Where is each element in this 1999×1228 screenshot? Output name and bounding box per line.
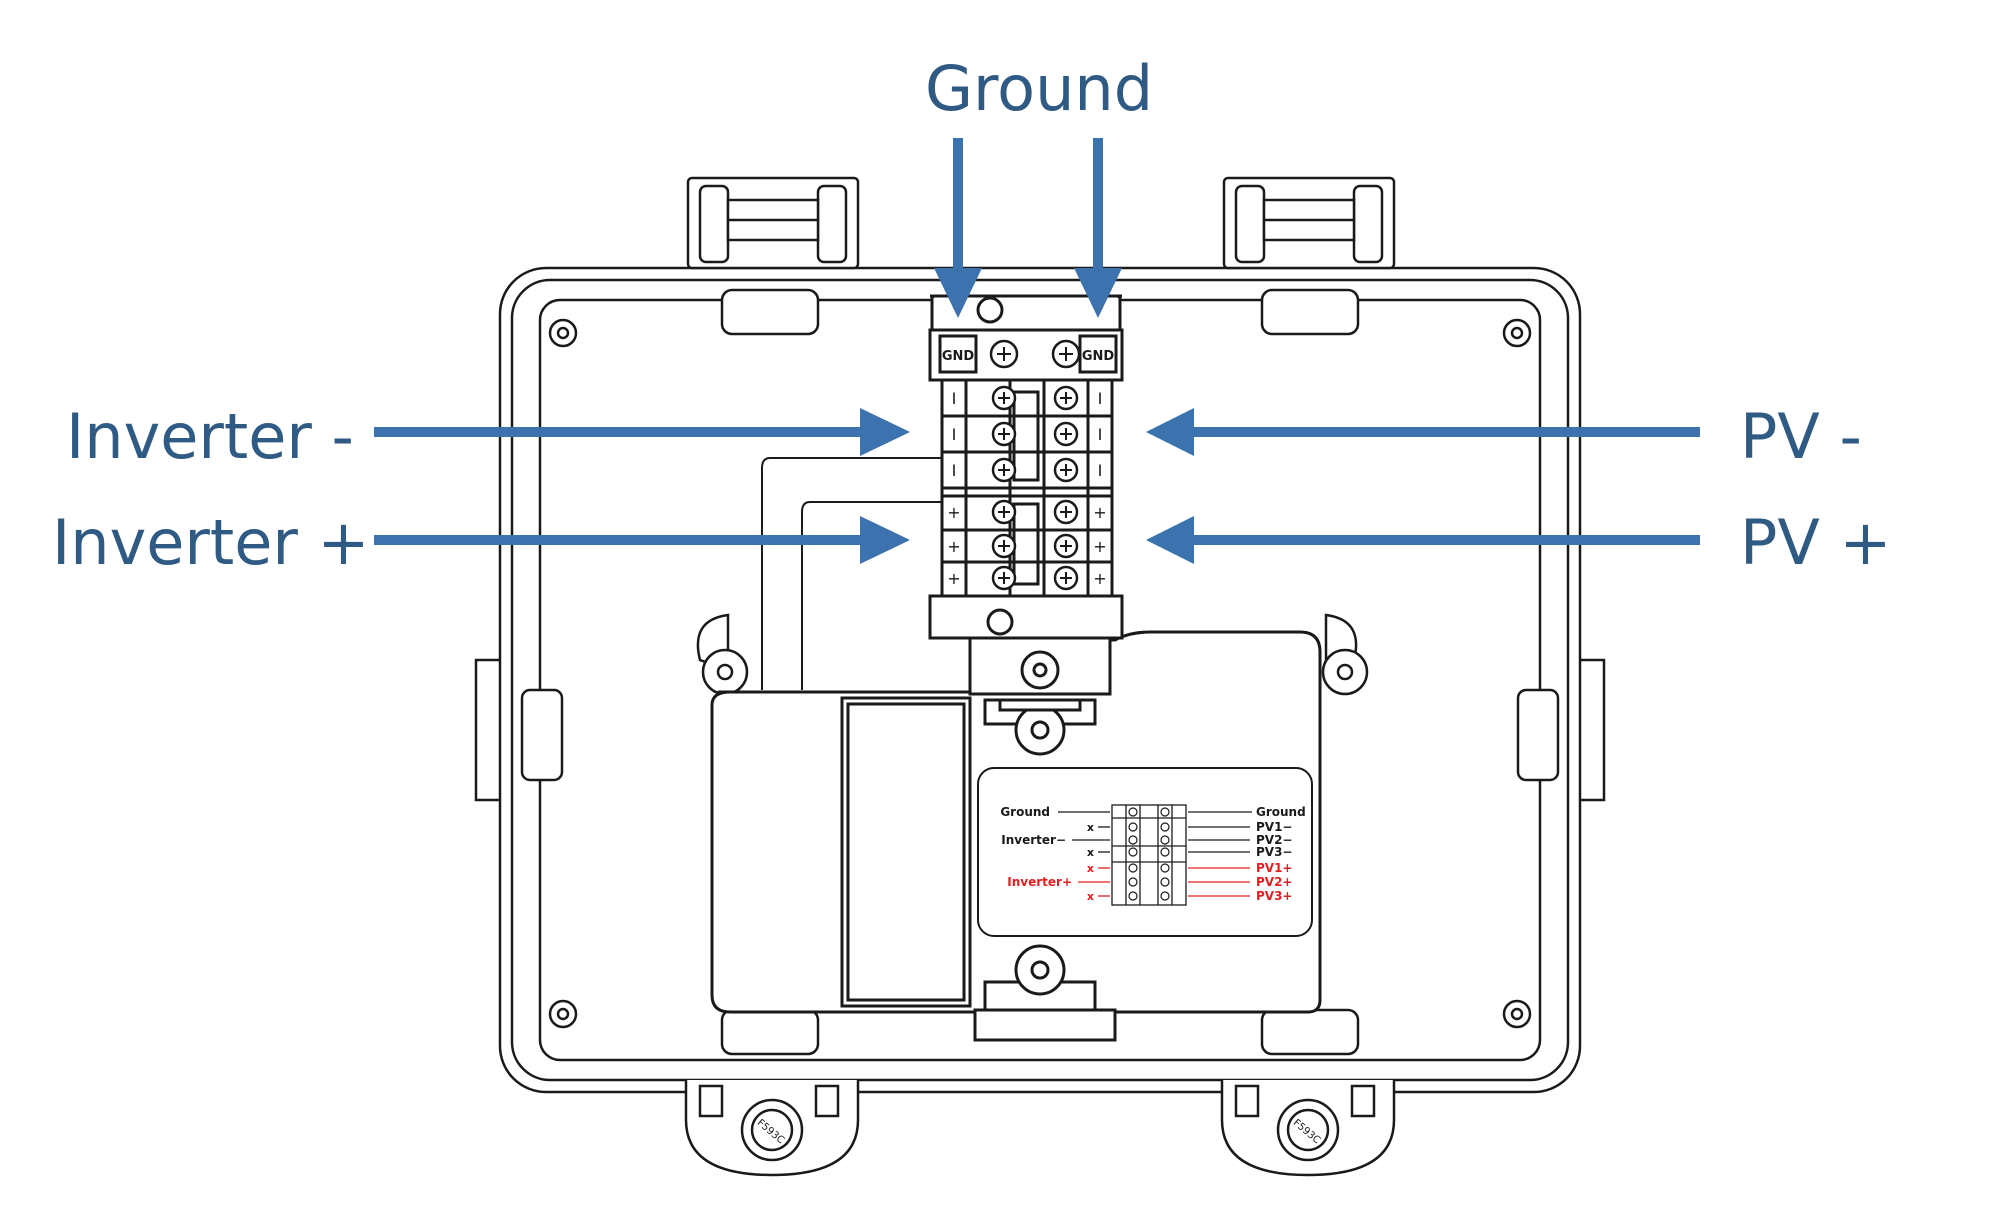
mini-terminal-block (1111, 804, 1187, 906)
arrow-pv-minus (1146, 408, 1700, 456)
wiring-label-sticker: Ground x Inverter− x x Inverter+ x Groun… (977, 767, 1313, 937)
mini-screw (1160, 807, 1170, 817)
terminal-screw (991, 565, 1017, 591)
polarity-mark-plus: + (1093, 503, 1106, 522)
mini-screw (1128, 847, 1138, 857)
terminal-gnd-right: GND (1082, 349, 1115, 364)
arrow-inverter-minus (374, 408, 910, 456)
callout-inverter-plus: Inverter + (52, 506, 370, 579)
enclosure-body (498, 266, 1582, 1094)
label-arrows-red (1078, 867, 1250, 897)
mounting-wings (696, 613, 1369, 696)
mini-terminal-screws (1128, 807, 1170, 901)
terminal-screw-top (1051, 339, 1081, 369)
callout-ground: Ground (925, 52, 1154, 125)
hinge-top-left (686, 176, 860, 270)
terminal-screw (1053, 457, 1079, 483)
polarity-mark-plus: + (947, 503, 960, 522)
label-right-pv2-minus: PV2− (1256, 833, 1293, 847)
arrow-ground-left (934, 138, 982, 318)
mini-screw (1128, 835, 1138, 845)
side-tabs (474, 658, 1606, 802)
mini-screw (1160, 835, 1170, 845)
arrow-pv-plus (1146, 516, 1700, 564)
callout-arrows (374, 138, 1700, 564)
terminal-screw (991, 499, 1017, 525)
terminal-block (928, 294, 1124, 640)
terminal-screw (991, 421, 1017, 447)
mini-screw (1160, 847, 1170, 857)
polarity-marks: III+++III+++ (947, 389, 1106, 588)
polarity-mark-plus: + (1093, 569, 1106, 588)
label-right-pv3-minus: PV3− (1256, 845, 1293, 859)
latch-pads (520, 288, 1560, 1056)
polarity-mark-plus: + (947, 569, 960, 588)
terminal-screws (989, 339, 1081, 591)
internal-wires (761, 457, 945, 690)
mounting-ear-left (684, 1080, 860, 1177)
polarity-mark-minus: I (1098, 461, 1103, 480)
terminal-gnd-left: GND (942, 349, 975, 364)
polarity-mark-minus: I (952, 389, 957, 408)
terminal-screw (991, 385, 1017, 411)
label-left-ground: Ground (1000, 805, 1050, 819)
label-left-x2: x (1087, 846, 1094, 859)
label-left-inverter-plus: Inverter+ (1007, 875, 1072, 889)
label-arrows-black (1058, 811, 1252, 853)
label-right-ground: Ground (1256, 805, 1306, 819)
mini-screw (1128, 822, 1138, 832)
polarity-mark-minus: I (952, 425, 957, 444)
arrow-ground-right (1074, 138, 1122, 318)
terminal-screw-top (989, 339, 1019, 369)
label-right-pv2-plus: PV2+ (1256, 875, 1293, 889)
mini-screw (1128, 877, 1138, 887)
terminal-screw (1053, 533, 1079, 559)
callout-inverter-minus: Inverter - (66, 400, 354, 473)
label-right-pv1-plus: PV1+ (1256, 861, 1293, 875)
arrow-inverter-plus (374, 516, 910, 564)
mini-screw (1128, 891, 1138, 901)
mini-screw (1160, 863, 1170, 873)
polarity-mark-minus: I (1098, 389, 1103, 408)
polarity-mark-plus: + (1093, 537, 1106, 556)
mounting-ear-right (1220, 1080, 1396, 1177)
terminal-screw (991, 533, 1017, 559)
mini-screw (1128, 807, 1138, 817)
mini-screw (1160, 891, 1170, 901)
terminal-screw (991, 457, 1017, 483)
label-left-x4: x (1087, 890, 1094, 903)
mini-screw (1160, 822, 1170, 832)
terminal-screw (1053, 421, 1079, 447)
mini-screw (1160, 877, 1170, 887)
polarity-mark-minus: I (1098, 425, 1103, 444)
polarity-mark-minus: I (952, 461, 957, 480)
terminal-screw (1053, 385, 1079, 411)
label-left-x1: x (1087, 821, 1094, 834)
callout-pv-minus: PV - (1740, 400, 1862, 473)
label-left-inverter-minus: Inverter− (1001, 833, 1066, 847)
terminal-screw (1053, 565, 1079, 591)
label-left-x3: x (1087, 862, 1094, 875)
terminal-screw (1053, 499, 1079, 525)
label-right-pv1-minus: PV1− (1256, 820, 1293, 834)
callout-pv-plus: PV + (1740, 506, 1892, 579)
corner-screws (548, 318, 1532, 1029)
hinge-top-right (1222, 176, 1396, 270)
label-right-pv3-plus: PV3+ (1256, 889, 1293, 903)
polarity-mark-plus: + (947, 537, 960, 556)
mini-screw (1128, 863, 1138, 873)
